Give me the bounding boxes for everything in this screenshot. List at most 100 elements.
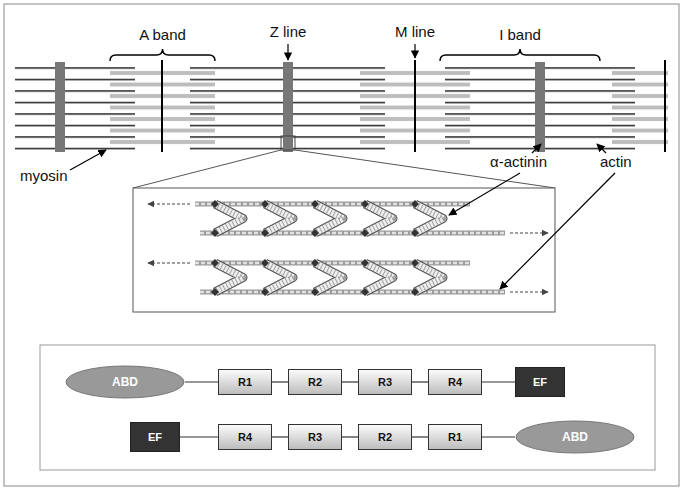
domain-label: R1 — [238, 376, 252, 389]
domain-linker — [482, 436, 515, 437]
m-line — [161, 60, 163, 152]
part-label: A band — [139, 27, 186, 43]
polarity-arrow — [148, 262, 190, 263]
spectrin-repeat: R4 — [428, 369, 482, 395]
domain-linker — [412, 381, 428, 382]
z-disc-inset — [133, 188, 555, 312]
domain-linker — [412, 436, 428, 437]
part-label: Z line — [270, 24, 307, 40]
bracket — [110, 49, 215, 61]
m-line — [664, 60, 666, 152]
leader-arrow — [597, 144, 606, 153]
binding-site — [311, 200, 319, 208]
leader-arrow — [532, 144, 541, 153]
spectrin-repeat: R3 — [358, 369, 412, 395]
actinin-rod — [215, 204, 443, 292]
domain-linker — [180, 436, 218, 437]
sarcomere — [15, 60, 668, 152]
leader-arrow — [70, 150, 106, 170]
polarity-arrow — [510, 291, 548, 292]
domain-label: R4 — [448, 376, 462, 389]
binding-site — [411, 259, 419, 267]
binding-site — [361, 200, 369, 208]
domain-linker — [272, 381, 288, 382]
domain-linker — [342, 436, 358, 437]
actinin-rod — [215, 204, 443, 292]
domain-panel — [40, 345, 655, 470]
part-label: I band — [499, 27, 541, 43]
actin-filament — [195, 204, 505, 292]
part-label: α-actinin — [490, 154, 547, 170]
binding-site — [411, 288, 419, 296]
domain-label: R1 — [448, 431, 462, 444]
zoom-line — [295, 150, 555, 188]
frame — [4, 4, 679, 486]
binding-site — [311, 259, 319, 267]
spectrin-repeat: R4 — [218, 424, 272, 450]
spectrin-repeat: R2 — [358, 424, 412, 450]
domain-label: R3 — [308, 431, 322, 444]
domain-label: R4 — [238, 431, 252, 444]
ellipse-shape — [66, 366, 184, 398]
leader-arrow — [449, 173, 520, 215]
actin-filaments — [195, 204, 505, 292]
zoom-line — [133, 150, 281, 188]
domain-linker — [272, 436, 288, 437]
domain-linker — [482, 381, 515, 382]
actin-filaments — [15, 67, 135, 150]
binding-site — [261, 229, 269, 237]
part-label: myosin — [20, 168, 68, 184]
domain-label: ABD — [112, 376, 138, 389]
binding-site — [361, 229, 369, 237]
spectrin-repeat: R3 — [288, 424, 342, 450]
domain-label: R2 — [308, 376, 322, 389]
m-line — [414, 60, 416, 152]
binding-site — [211, 200, 219, 208]
alpha-actinin-rods — [215, 204, 443, 292]
leader-arrow — [287, 44, 288, 60]
binding-site — [261, 288, 269, 296]
bracket — [440, 49, 600, 61]
actin-filament — [195, 204, 505, 292]
spectrin-repeat: R1 — [428, 424, 482, 450]
domain-linker — [342, 381, 358, 382]
binding-site — [261, 259, 269, 267]
part-label: actin — [600, 154, 632, 170]
domain-label: EF — [533, 376, 547, 389]
part-label: M line — [395, 24, 435, 40]
ef-hand-domain: EF — [130, 422, 180, 452]
actin-binding-domain: ABD — [65, 365, 185, 399]
binding-site — [361, 288, 369, 296]
z-line — [535, 62, 545, 152]
domain-label: ABD — [562, 431, 588, 444]
binding-site — [211, 288, 219, 296]
domain-label: R3 — [378, 376, 392, 389]
inset-frame — [133, 188, 555, 312]
binding-site — [411, 229, 419, 237]
domain-linker — [185, 381, 218, 382]
binding-site — [361, 259, 369, 267]
polarity-arrow — [510, 232, 548, 233]
binding-site — [311, 229, 319, 237]
polarity-arrow — [148, 203, 190, 204]
binding-site — [261, 200, 269, 208]
spectrin-repeat: R1 — [218, 369, 272, 395]
actinin-rod — [215, 204, 443, 292]
z-line — [55, 62, 65, 152]
ef-hand-domain: EF — [515, 367, 565, 397]
binding-site — [211, 259, 219, 267]
actin-binding-domain: ABD — [515, 420, 635, 454]
leader-arrow — [500, 173, 615, 289]
binding-site — [311, 288, 319, 296]
binding-site — [411, 200, 419, 208]
polarity-arrows — [148, 204, 548, 292]
z-line — [283, 62, 293, 152]
leader-arrow — [414, 44, 415, 58]
spectrin-repeat: R2 — [288, 369, 342, 395]
domain-label: R2 — [378, 431, 392, 444]
ellipse-shape — [516, 421, 634, 453]
zoom-box — [281, 136, 295, 150]
